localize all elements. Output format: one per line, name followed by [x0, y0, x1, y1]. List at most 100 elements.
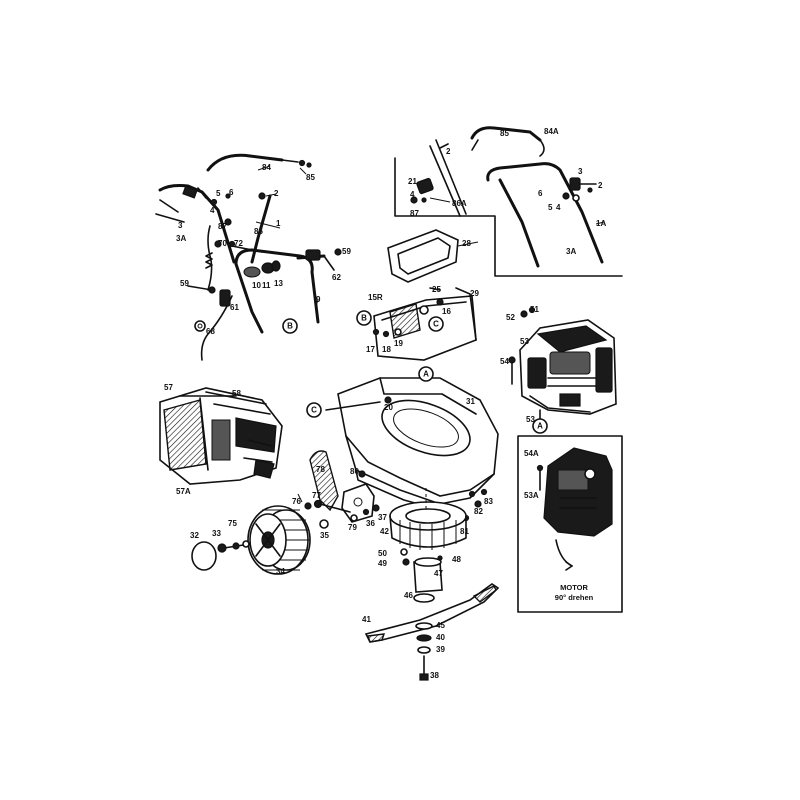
part-label: 11	[262, 281, 271, 290]
part-label: 17	[366, 345, 375, 354]
part-label: 2	[274, 189, 279, 198]
part-label: 41	[362, 615, 371, 624]
handle-inset	[394, 126, 623, 277]
part-label: 4	[210, 206, 215, 215]
part-label: 80	[350, 467, 359, 476]
part-label: 82	[474, 507, 483, 516]
part-label: 2	[446, 147, 451, 156]
callout-a-2-label: A	[537, 422, 543, 431]
part-label: 1A	[596, 219, 606, 228]
part-label: 19	[394, 339, 403, 348]
part-label: 86A	[452, 199, 467, 208]
part-label: 87	[218, 222, 227, 231]
part-label: 6	[538, 189, 543, 198]
handle-assembly	[155, 153, 342, 361]
part-label: 6	[229, 188, 234, 197]
grass-catcher-57	[159, 387, 283, 485]
part-label: 35	[320, 531, 329, 540]
rear-flap-assembly	[372, 287, 477, 361]
part-label: 28	[462, 239, 471, 248]
part-label: 29	[470, 289, 479, 298]
part-label: 1	[276, 219, 281, 228]
part-label: 32	[190, 531, 199, 540]
part-label: 4	[556, 203, 561, 212]
part-label: 20	[384, 403, 393, 412]
part-label: 54	[500, 357, 509, 366]
part-label: 3	[178, 221, 183, 230]
part-label: 50	[378, 549, 387, 558]
engine-part-53	[508, 306, 617, 421]
part-label: 86	[254, 227, 263, 236]
part-label: 15R	[368, 293, 383, 302]
part-label: 57A	[176, 487, 191, 496]
part-label: 52	[506, 313, 515, 322]
part-label: 5	[548, 203, 553, 212]
part-label: 45	[436, 621, 445, 630]
part-label: 68	[206, 327, 215, 336]
part-label: 84A	[544, 127, 559, 136]
part-label: 9	[316, 295, 321, 304]
part-label: 46	[404, 591, 413, 600]
flap-part-28	[387, 229, 479, 283]
part-label: 59	[342, 247, 351, 256]
mower-deck-31	[325, 377, 499, 522]
part-label: 38	[430, 671, 439, 680]
part-label: 40	[436, 633, 445, 642]
part-label: 61	[230, 303, 239, 312]
part-label: 70	[218, 239, 227, 248]
callout-b-2-label: B	[361, 314, 367, 323]
part-label: 83	[484, 497, 493, 506]
part-label: 3A	[566, 247, 576, 256]
wheel-assembly	[191, 450, 380, 575]
part-label: 39	[436, 645, 445, 654]
part-label: 78	[316, 465, 325, 474]
part-label: 3	[578, 167, 583, 176]
callout-c-2-label: C	[311, 406, 317, 415]
part-label: 54A	[524, 449, 539, 458]
part-label: 18	[382, 345, 391, 354]
callout-a-1-label: A	[423, 370, 429, 379]
part-label: 75	[228, 519, 237, 528]
part-label: 77	[312, 491, 321, 500]
part-label: 62	[332, 273, 341, 282]
callout-b-1-label: B	[287, 322, 293, 331]
part-label: 84	[262, 163, 271, 172]
part-label: 79	[348, 523, 357, 532]
part-label: 47	[434, 569, 443, 578]
part-label: 57	[164, 383, 173, 392]
part-label: 25	[432, 285, 441, 294]
part-label: 4	[410, 190, 415, 199]
part-label: 51	[530, 305, 539, 314]
part-label: 53A	[524, 491, 539, 500]
part-label: 87	[410, 209, 419, 218]
part-label: 13	[274, 279, 283, 288]
motor-note-line-2: 90° drehen	[555, 593, 594, 602]
callout-c-1-label: C	[433, 320, 439, 329]
part-label: 48	[452, 555, 461, 564]
part-label: 37	[378, 513, 387, 522]
part-label: 33	[212, 529, 221, 538]
part-label: 2	[598, 181, 603, 190]
callout-a-1: A	[418, 366, 434, 382]
part-label: 72	[234, 239, 243, 248]
part-label: 16	[442, 307, 451, 316]
part-label: 42	[380, 527, 389, 536]
part-label: 59	[180, 279, 189, 288]
part-label: 3A	[176, 234, 186, 243]
callout-c-1: C	[428, 316, 444, 332]
motor-rotation-note: MOTOR 90° drehen	[555, 583, 594, 602]
callout-c-2: C	[306, 402, 322, 418]
callout-b-2: B	[356, 310, 372, 326]
blade-assembly	[364, 488, 500, 681]
part-label: 49	[378, 559, 387, 568]
part-label: 10	[252, 281, 261, 290]
part-label: 58	[232, 389, 241, 398]
part-label: 34	[276, 567, 285, 576]
motor-note-line-1: MOTOR	[560, 583, 588, 592]
part-label: 76	[292, 497, 301, 506]
part-label: 81	[460, 527, 469, 536]
part-label: 53	[520, 337, 529, 346]
engine-rotated-inset	[517, 435, 623, 613]
part-label: 53	[526, 415, 535, 424]
